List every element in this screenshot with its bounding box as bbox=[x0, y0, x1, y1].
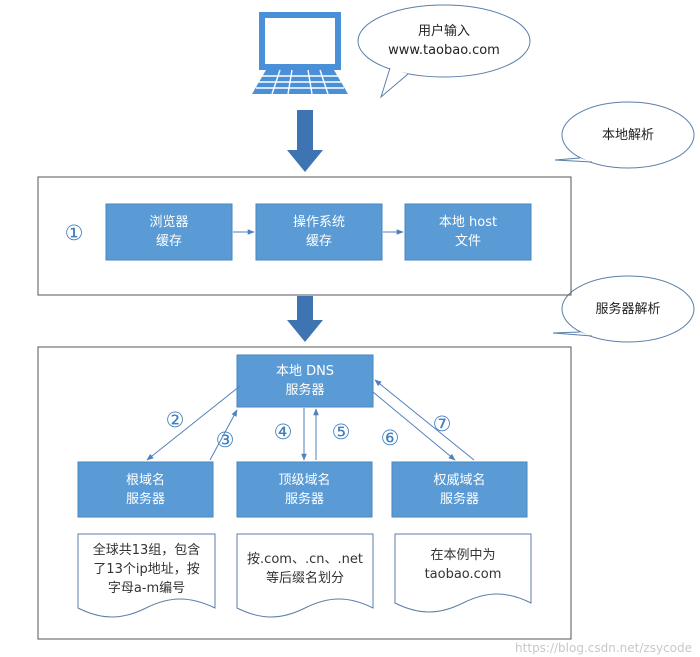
note-line: taobao.com bbox=[424, 567, 502, 582]
bubble-server-resolve-text: 服务器解析 bbox=[572, 298, 684, 320]
big-down-arrow bbox=[287, 110, 323, 172]
step-marker-5: ⑤ bbox=[331, 420, 351, 444]
note-root-text: 全球共13组，包含 了13个ip地址，按 字母a-m编号 bbox=[78, 541, 215, 598]
step-marker-4: ④ bbox=[273, 420, 293, 444]
note-tld bbox=[236, 533, 374, 618]
computer-icon bbox=[252, 12, 348, 95]
local-dns-label: 本地 DNS 服务器 bbox=[237, 355, 373, 407]
local-dns-box bbox=[236, 354, 374, 408]
note-line: 了13个ip地址，按 bbox=[93, 562, 200, 577]
box-line: 根域名 bbox=[125, 472, 165, 488]
box-line: 本地 host bbox=[438, 215, 498, 230]
bubble-line: www.taobao.com bbox=[388, 43, 500, 58]
authoritative-server-label: 权威域名 服务器 bbox=[392, 462, 527, 517]
tld-server-label: 顶级域名 服务器 bbox=[237, 462, 372, 517]
big-down-arrow bbox=[287, 296, 323, 342]
box-line: 文件 bbox=[454, 234, 481, 249]
authoritative-server-box bbox=[391, 461, 528, 518]
note-line: 按.com、.cn、.net bbox=[247, 552, 363, 567]
bubble-line: 本地解析 bbox=[601, 127, 654, 143]
note-line: 字母a-m编号 bbox=[107, 581, 186, 596]
note-tld-text: 按.com、.cn、.net 等后缀名划分 bbox=[237, 550, 373, 588]
browser-cache-label: 浏览器 缓存 bbox=[106, 204, 232, 260]
step-marker-3: ③ bbox=[215, 428, 235, 452]
browser-cache-box bbox=[105, 203, 233, 261]
bubble-line: 服务器解析 bbox=[595, 301, 661, 317]
arrow-step-3 bbox=[209, 409, 238, 461]
box-line: 顶级域名 bbox=[278, 472, 331, 488]
note-line: 等后缀名划分 bbox=[265, 571, 344, 586]
bubble-server-resolve bbox=[552, 275, 695, 343]
note-root bbox=[77, 533, 216, 618]
box-line: 缓存 bbox=[305, 234, 332, 249]
box-line: 服务器 bbox=[284, 491, 324, 507]
bubble-line: 用户输入 bbox=[417, 24, 470, 39]
note-authoritative bbox=[394, 533, 532, 613]
box-line: 操作系统 bbox=[292, 215, 345, 230]
arrow-step-6 bbox=[372, 391, 456, 461]
box-line: 服务器 bbox=[439, 491, 479, 507]
tld-server-box bbox=[236, 461, 373, 518]
box-line: 缓存 bbox=[155, 234, 182, 249]
bubble-user-input bbox=[357, 4, 531, 99]
host-file-label: 本地 host 文件 bbox=[405, 204, 531, 260]
root-server-box bbox=[77, 461, 214, 518]
step-marker-1: ① bbox=[64, 221, 84, 245]
bubble-local-resolve bbox=[554, 101, 695, 169]
local-resolution-frame bbox=[37, 176, 572, 296]
watermark: https://blog.csdn.net/zsycode bbox=[515, 641, 692, 655]
box-line: 权威域名 bbox=[433, 472, 486, 488]
note-authoritative-text: 在本例中为 taobao.com bbox=[395, 546, 531, 584]
box-line: 服务器 bbox=[125, 491, 165, 507]
os-cache-label: 操作系统 缓存 bbox=[256, 204, 382, 260]
step-marker-2: ② bbox=[165, 408, 185, 432]
box-line: 本地 DNS bbox=[275, 364, 335, 379]
server-resolution-frame bbox=[37, 346, 572, 640]
root-server-label: 根域名 服务器 bbox=[78, 462, 213, 517]
box-line: 服务器 bbox=[285, 383, 325, 398]
step-marker-7: ⑦ bbox=[432, 412, 452, 436]
bubble-local-resolve-text: 本地解析 bbox=[572, 124, 684, 146]
host-file-box bbox=[404, 203, 532, 261]
bubble-user-input-text: 用户输入 www.taobao.com bbox=[370, 18, 518, 64]
step-marker-6: ⑥ bbox=[380, 426, 400, 450]
note-line: 全球共13组，包含 bbox=[92, 543, 201, 558]
box-line: 浏览器 bbox=[149, 215, 189, 230]
os-cache-box bbox=[255, 203, 383, 261]
arrow-step-2 bbox=[146, 385, 241, 461]
arrow-step-7 bbox=[374, 379, 475, 461]
note-line: 在本例中为 bbox=[430, 548, 496, 563]
